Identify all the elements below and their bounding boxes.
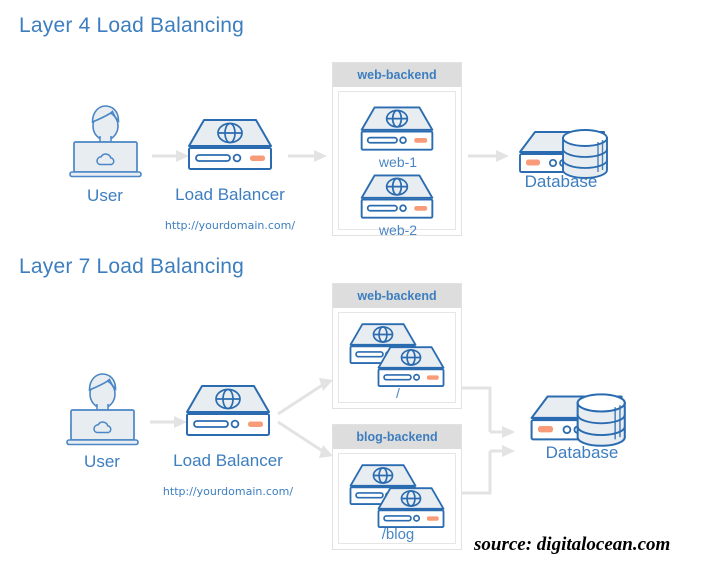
database-server-icon [519,129,608,179]
group-blog-backend-layer7: blog-backend [332,424,462,550]
server-globe-icon [377,487,445,528]
database-node-layer4 [512,126,610,180]
arrow-user-to-lb-layer7 [150,416,187,428]
load-balancer-url-layer4: http://yourdomain.com/ [164,219,296,232]
server-globe-icon [188,119,272,170]
arrow-backend-to-database-layer4 [468,150,509,162]
user-node-layer7 [55,360,149,446]
group-header-web-backend-layer4: web-backend [333,63,461,87]
section-title-layer4: Layer 4 Load Balancing [19,14,245,37]
path-label-blog-backend-layer7: /blog [381,526,415,543]
load-balancer-node-layer7 [184,382,272,440]
load-balancer-node-layer4 [186,116,274,174]
server-globe-icon [360,106,434,151]
database-server-icon [530,393,626,447]
server-node-web-1 [359,104,435,154]
user-laptop-icon [69,105,142,178]
database-label-layer4: Database [524,172,598,191]
group-body-blog-backend-layer7: /blog [338,453,456,544]
server-globe-icon [377,346,445,387]
user-label-layer7: User [84,452,120,471]
arrows-lb-split-layer7 [277,378,333,458]
group-body-web-backend-layer7: / [338,312,456,403]
database-label-layer7: Database [545,443,619,462]
connector-backends-to-database-layer7 [462,386,515,495]
load-balancer-url-layer7: http://yourdomain.com/ [162,485,294,498]
group-web-backend-layer4: web-backend web-1 [332,62,462,238]
user-node-layer4 [58,92,152,178]
server-node-web-backend-b-layer7 [376,344,446,390]
server-node-web-2 [359,172,435,222]
database-node-layer7 [523,390,628,448]
arrow-user-to-lb-layer4 [152,150,189,162]
server-label-web-2: web-2 [378,222,418,238]
user-label-layer4: User [87,186,123,205]
group-header-web-backend-layer7: web-backend [333,284,461,308]
source-credit: source: digitalocean.com [474,534,671,555]
user-laptop-icon [66,373,139,446]
server-label-web-1: web-1 [378,154,418,170]
arrow-lb-to-backend-layer4 [288,150,327,162]
server-globe-icon [186,385,270,436]
server-node-blog-backend-b-layer7 [376,485,446,531]
server-globe-icon [360,174,434,219]
load-balancer-label-layer4: Load Balancer [175,185,285,204]
group-web-backend-layer7: web-backend [332,283,462,409]
load-balancer-label-layer7: Load Balancer [173,451,283,470]
path-label-web-backend-layer7: / [396,385,400,401]
group-header-blog-backend-layer7: blog-backend [333,425,461,449]
group-body-web-backend-layer4: web-1 web-2 [338,91,456,238]
section-title-layer7: Layer 7 Load Balancing [19,255,245,278]
